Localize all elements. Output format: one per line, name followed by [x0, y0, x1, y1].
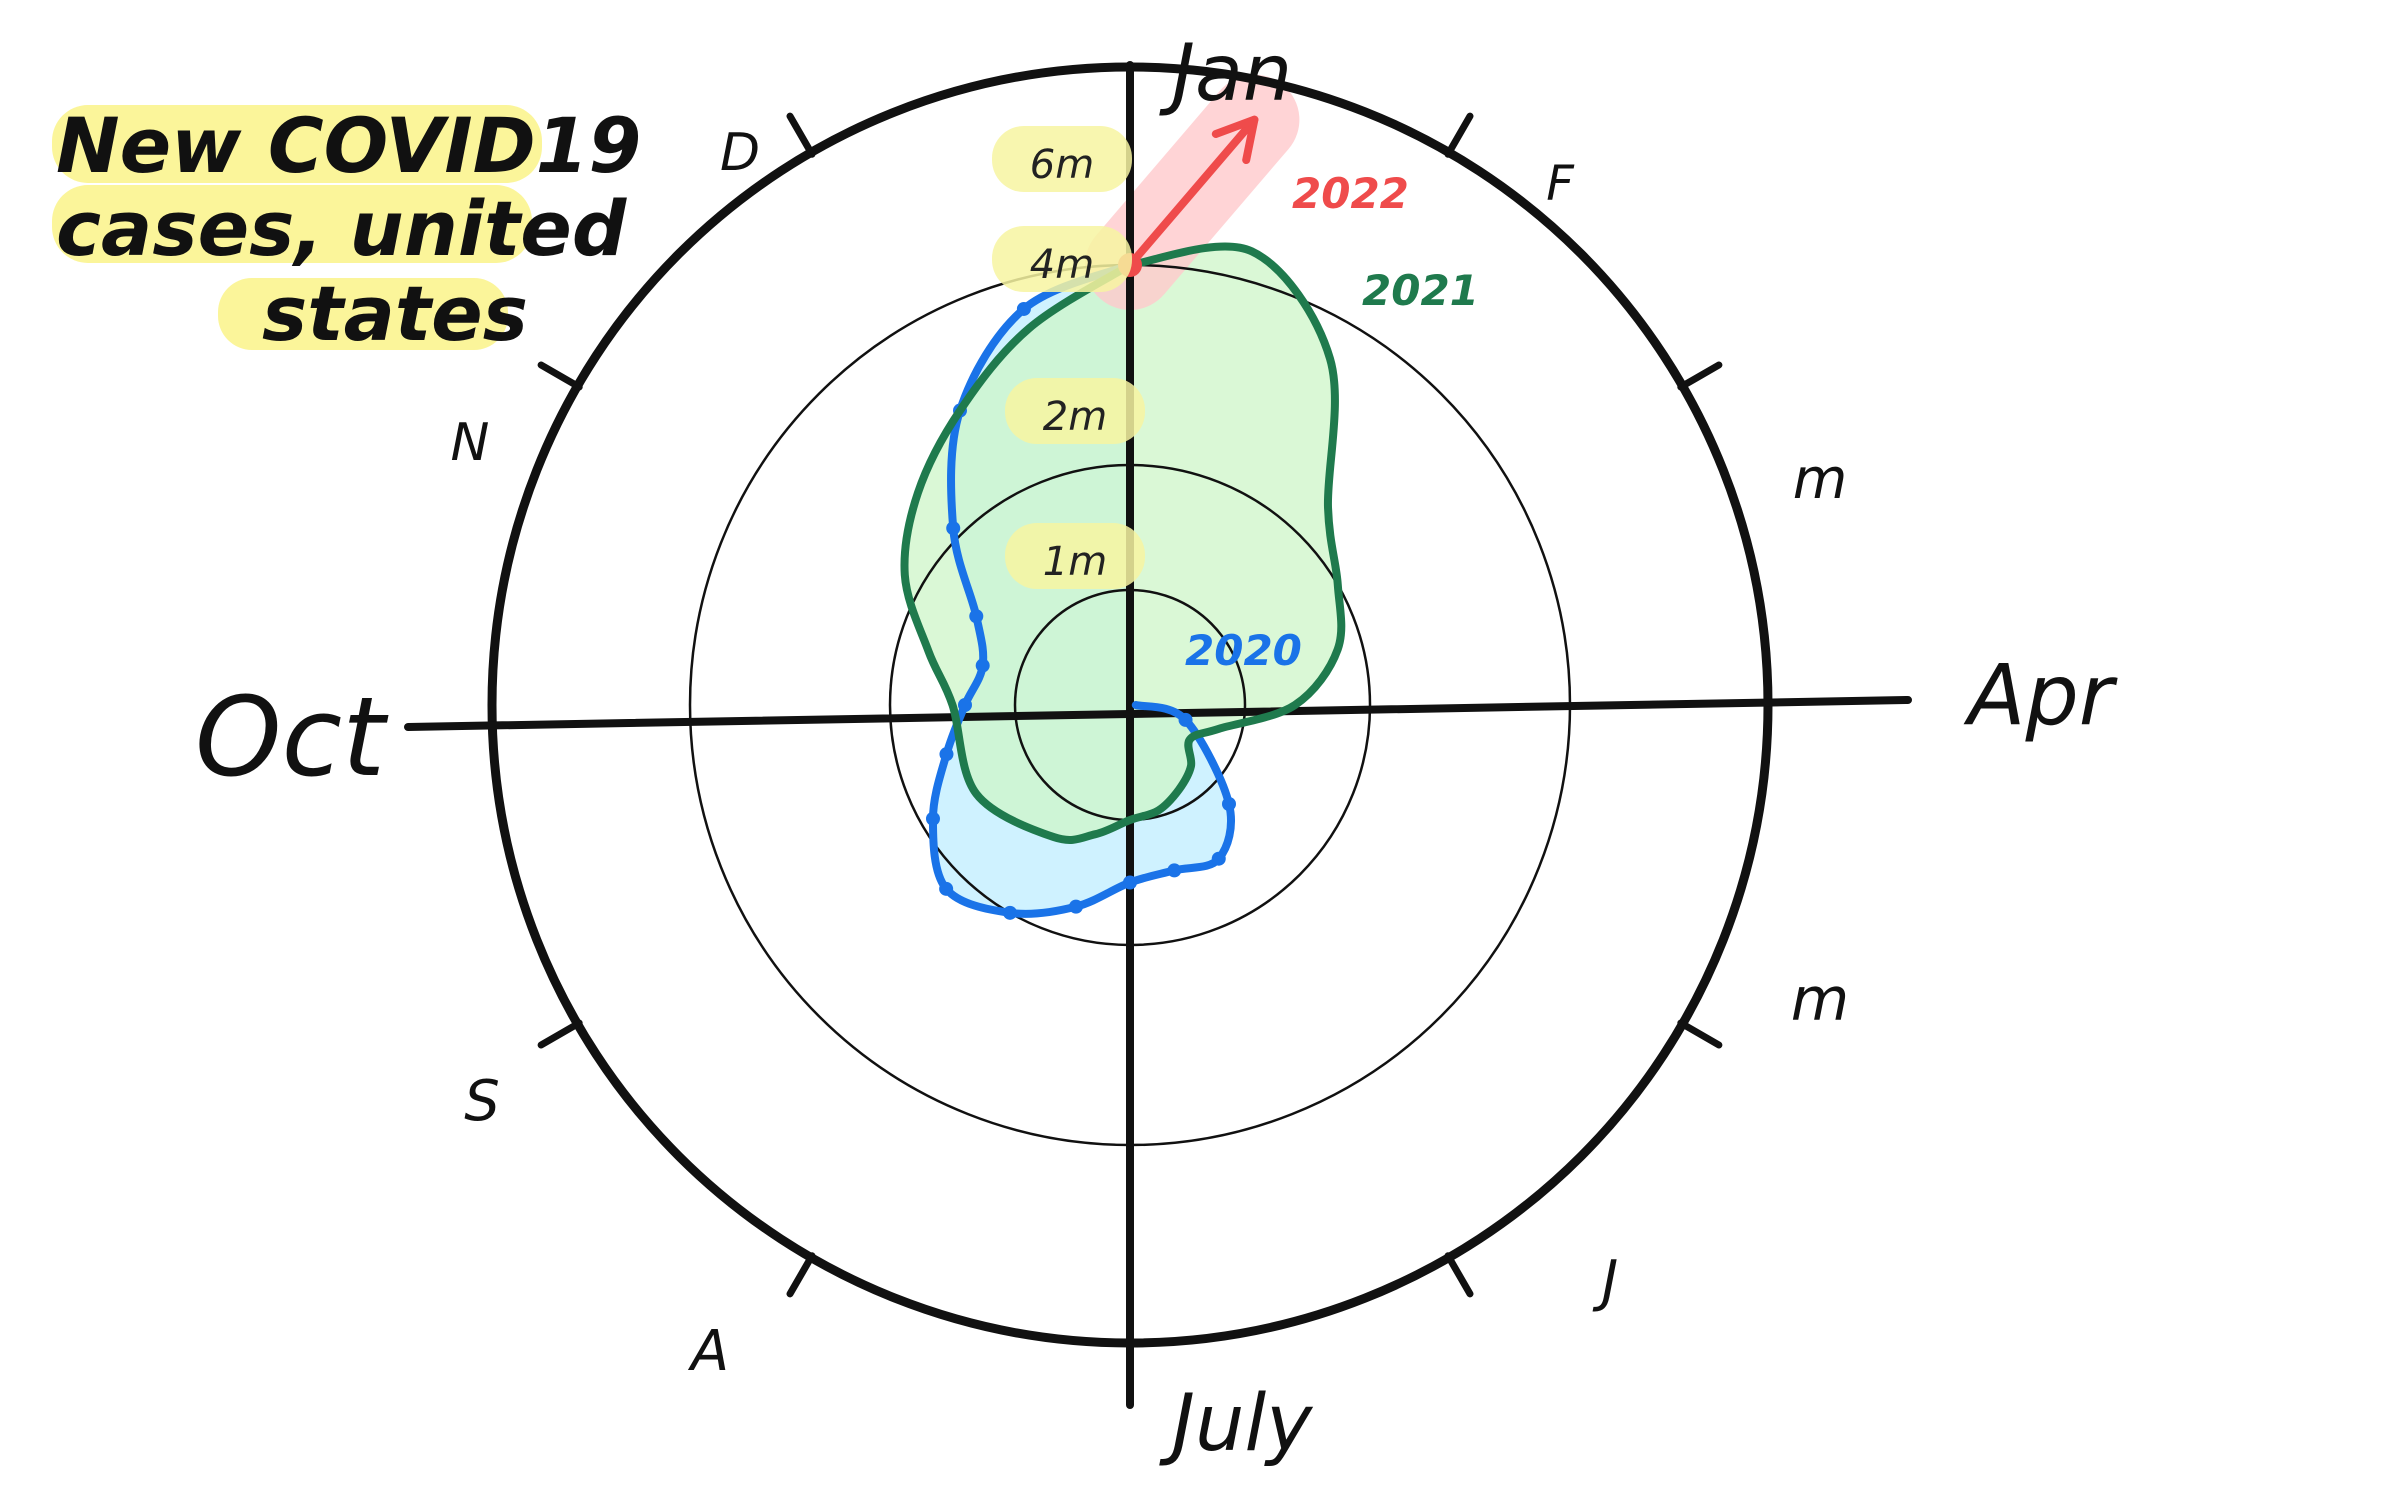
chart-title: New COVID19 cases, united states: [56, 101, 641, 358]
month-label-10: N: [451, 413, 490, 473]
ring-label-bg-6m: [992, 126, 1132, 192]
axis-horizontal: [404, 696, 1912, 731]
data-point-2020-7: [1003, 905, 1017, 920]
month-tick-2: [1677, 361, 1723, 391]
month-tick-8: [537, 1019, 583, 1049]
month-label-3: Apr: [1963, 646, 2118, 744]
data-point-2020-8: [939, 881, 954, 896]
title-line-3: states: [262, 269, 528, 358]
data-point-2020-3: [1211, 851, 1226, 866]
month-tick-11: [786, 112, 816, 158]
month-label-5: J: [1592, 1249, 1619, 1314]
month-ticks: [537, 112, 1723, 1298]
title-line-2: cases, united: [56, 184, 628, 273]
series-label-2021: 2021: [1362, 266, 1479, 315]
title-line-1: New COVID19: [56, 101, 641, 190]
data-point-2020-10: [939, 747, 954, 762]
series-line-2022: [1126, 115, 1259, 269]
data-point-2020-9: [925, 811, 940, 826]
month-label-1: F: [1546, 156, 1575, 212]
data-point-2020-16: [1016, 301, 1031, 316]
series-lines: [900, 115, 1346, 920]
ring-label-bg-2m: [1005, 378, 1145, 444]
ring-label-bg-4m: [992, 226, 1132, 292]
month-label-8: S: [464, 1069, 500, 1134]
ring-label-bg-1m: [1005, 523, 1145, 589]
month-label-0: Jan: [1159, 29, 1292, 119]
data-point-2020-12: [975, 658, 990, 673]
month-tick-5: [1444, 1252, 1474, 1298]
data-point-2020-2: [1221, 796, 1236, 811]
series-label-2022: 2022: [1292, 169, 1409, 218]
data-point-2020-6: [1068, 899, 1083, 914]
ring-label-6m: 6m: [1030, 142, 1094, 188]
data-point-2020-4: [1167, 863, 1182, 878]
month-tick-4: [1677, 1019, 1723, 1049]
series-label-2020: 2020: [1185, 626, 1302, 675]
series-line-2021: [900, 242, 1346, 844]
data-point-2020-13: [969, 609, 984, 624]
ring-label-2m: 2m: [1043, 394, 1107, 440]
month-label-6: July: [1159, 1379, 1314, 1469]
ring-label-4m: 4m: [1030, 242, 1094, 288]
title-highlights: [52, 105, 542, 350]
ring-labels: 1m 2m 4m 6m: [992, 126, 1145, 589]
series-labels: 2020 2021 2022: [1185, 169, 1479, 675]
ring-label-1m: 1m: [1043, 539, 1107, 585]
month-tick-1: [1444, 112, 1474, 158]
data-point-2020-14: [946, 521, 961, 536]
month-tick-7: [786, 1252, 816, 1298]
month-label-7: A: [688, 1319, 729, 1384]
month-label-2: m: [1793, 447, 1848, 512]
data-point-2020-11: [958, 698, 972, 712]
month-label-9: Oct: [195, 673, 389, 801]
data-point-2020-5: [1123, 875, 1137, 890]
month-label-11: D: [720, 123, 760, 183]
arrow-head-2022: [1211, 115, 1259, 165]
month-label-4: m: [1791, 965, 1849, 1035]
data-point-2020-1: [1178, 712, 1193, 727]
month-tick-10: [537, 361, 583, 391]
axes: [404, 61, 1912, 1409]
